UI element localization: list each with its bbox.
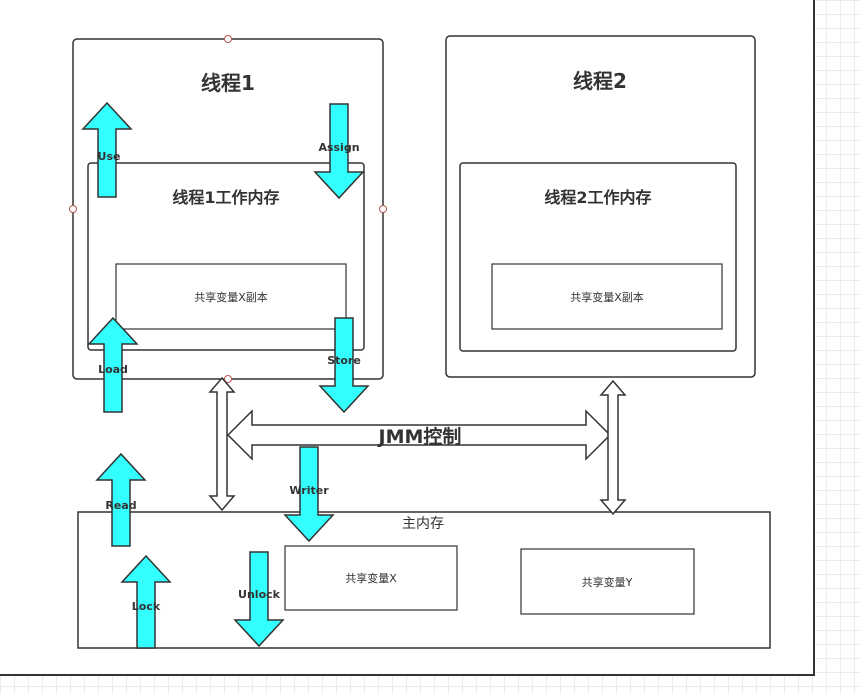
- store-label: Store: [327, 354, 361, 367]
- selection-handle-bottom[interactable]: [224, 375, 232, 383]
- thread1-working-memory-label: 线程1工作内存: [172, 188, 279, 207]
- main-memory-title: 主内存: [402, 516, 444, 532]
- assign-arrow[interactable]: [313, 103, 365, 200]
- thread2-copy-label: 共享变量X副本: [570, 290, 644, 304]
- thread2-working-memory-label: 线程2工作内存: [544, 188, 651, 207]
- use-arrow[interactable]: [81, 101, 133, 198]
- lock-label: Lock: [132, 600, 161, 613]
- selection-handle-right[interactable]: [379, 205, 387, 213]
- unlock-arrow[interactable]: [233, 551, 285, 648]
- main-var-y-box[interactable]: [520, 548, 695, 615]
- writer-label: Writer: [289, 484, 329, 497]
- thread2-copy-box[interactable]: [491, 263, 723, 330]
- writer-arrow[interactable]: [283, 446, 335, 543]
- main-var-x-label: 共享变量X: [345, 571, 397, 585]
- jmm-label: JMM控制: [377, 425, 462, 448]
- read-arrow[interactable]: [95, 452, 147, 547]
- main-var-y-label: 共享变量Y: [582, 575, 633, 589]
- selection-handle-left[interactable]: [69, 205, 77, 213]
- main-var-x-box[interactable]: [284, 545, 458, 611]
- unlock-label: Unlock: [238, 588, 281, 601]
- thread1-title: 线程1: [201, 71, 255, 95]
- jmm-left-vertical-double-arrow[interactable]: [208, 376, 236, 512]
- lock-arrow[interactable]: [120, 554, 172, 649]
- load-label: Load: [98, 363, 128, 376]
- read-label: Read: [105, 499, 136, 512]
- jmm-right-vertical-double-arrow[interactable]: [599, 379, 627, 516]
- use-label: Use: [98, 150, 121, 163]
- assign-label: Assign: [318, 141, 359, 154]
- thread1-copy-label: 共享变量X副本: [194, 290, 268, 304]
- selection-handle-top[interactable]: [224, 35, 232, 43]
- thread2-title: 线程2: [573, 69, 627, 93]
- load-arrow[interactable]: [87, 316, 139, 413]
- thread1-copy-box[interactable]: [115, 263, 347, 330]
- store-arrow[interactable]: [318, 317, 370, 414]
